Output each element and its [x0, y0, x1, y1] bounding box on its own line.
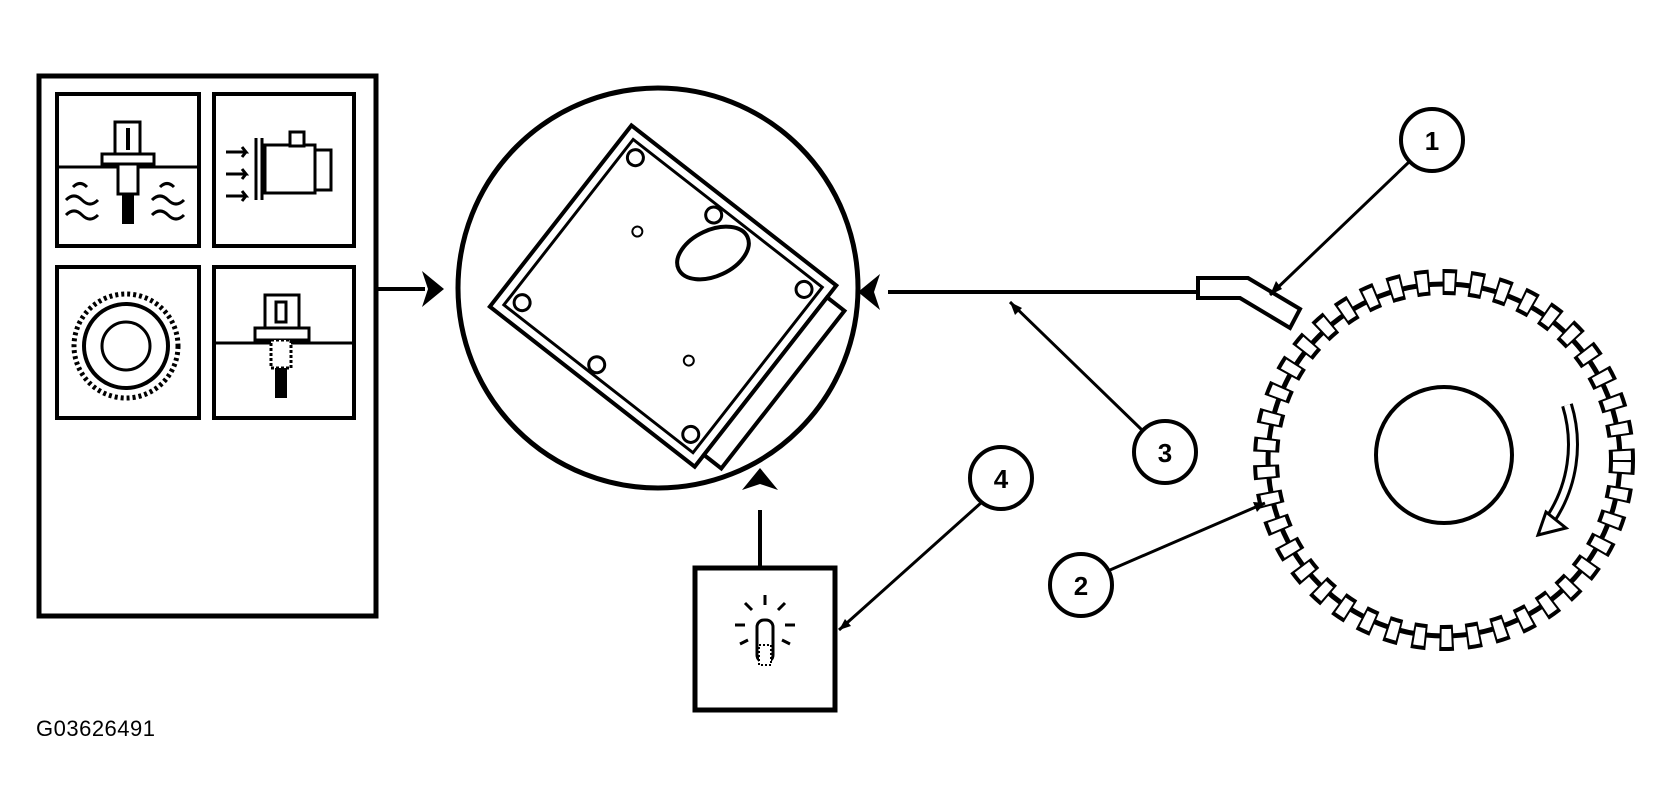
pressure-switch-icon — [212, 265, 356, 420]
callout-2: 2 — [1048, 552, 1114, 618]
input-signal-arrow — [376, 271, 444, 307]
wheel-sensor-icon — [55, 265, 201, 420]
control-module-icon — [455, 85, 861, 491]
warning-lamp-icon — [692, 565, 838, 713]
fluid-sensor-icon — [55, 92, 201, 248]
output-signal-wire — [742, 468, 778, 568]
callout-3: 3 — [1132, 419, 1198, 485]
callout-2-label: 2 — [1074, 571, 1088, 601]
sensor-input-panel — [36, 73, 379, 619]
speed-sensor-icon — [1196, 276, 1303, 331]
callout-3-label: 3 — [1158, 438, 1172, 468]
tone-ring-icon — [1253, 269, 1635, 651]
callout-1: 1 — [1399, 107, 1465, 173]
callout-leaders — [837, 160, 1411, 632]
figure-id: G03626491 — [36, 716, 156, 741]
actuator-valve-icon — [212, 92, 356, 248]
callout-4: 4 — [968, 445, 1034, 511]
callout-4-label: 4 — [994, 464, 1009, 494]
callout-1-label: 1 — [1425, 126, 1439, 156]
sensor-signal-wire — [858, 274, 1197, 310]
